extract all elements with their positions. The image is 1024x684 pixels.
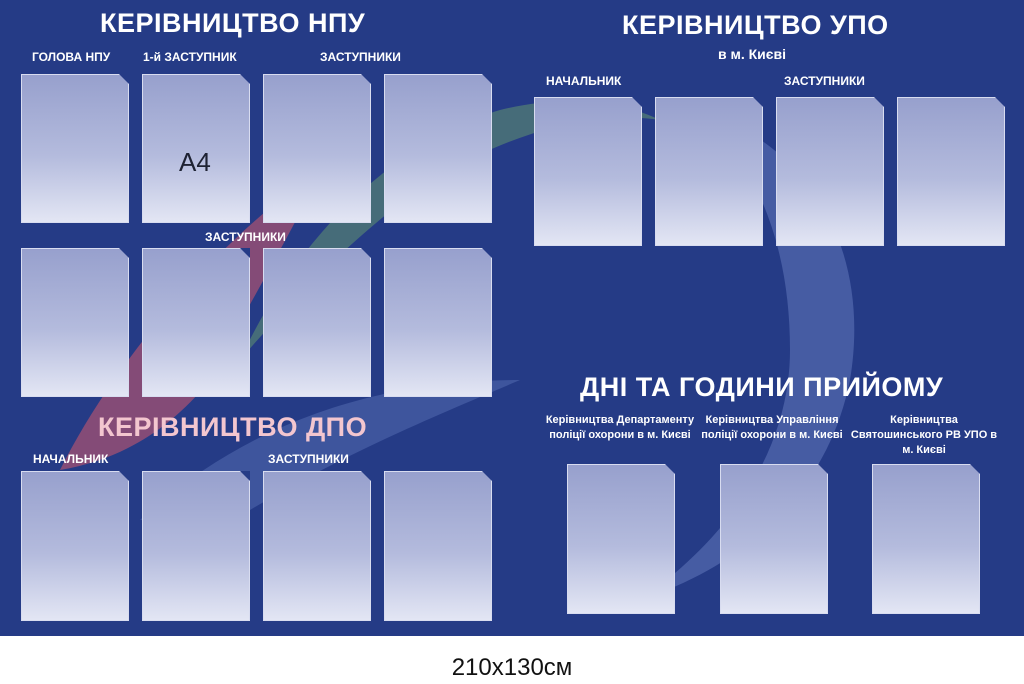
pocket-dpo-deputy xyxy=(384,471,492,621)
dpo-deputies-label: ЗАСТУПНИКИ xyxy=(268,452,349,466)
upo-deputies-label: ЗАСТУПНИКИ xyxy=(784,74,865,88)
pocket-npu-first-deputy: A4 xyxy=(142,74,250,223)
stand-dimensions: 210x130см xyxy=(451,654,573,681)
pocket-dpo-deputy xyxy=(142,471,250,621)
pocket-upo-deputy xyxy=(897,97,1005,246)
npu-deputies-label: ЗАСТУПНИКИ xyxy=(320,50,401,64)
pocket-reception-rv xyxy=(872,464,980,614)
upo-subtitle: в м. Києві xyxy=(718,46,787,62)
pocket-reception-upo xyxy=(720,464,828,614)
dpo-chief-label: НАЧАЛЬНИК xyxy=(33,452,109,466)
pocket-dpo-deputy xyxy=(263,471,371,621)
pocket-reception-dpo xyxy=(567,464,675,614)
pocket-npu-deputy xyxy=(21,248,129,397)
pocket-upo-deputy xyxy=(776,97,884,246)
reception-caption-upo: Керівництва Управління поліції охорони в… xyxy=(701,414,843,441)
pocket-npu-deputy xyxy=(263,74,371,223)
upo-title: КЕРІВНИЦТВО УПО xyxy=(622,10,889,40)
upo-chief-label: НАЧАЛЬНИК xyxy=(546,74,622,88)
pocket-npu-deputy xyxy=(263,248,371,397)
npu-first-deputy-label: 1-й ЗАСТУПНИК xyxy=(143,50,237,64)
reception-title: ДНІ ТА ГОДИНИ ПРИЙОМУ xyxy=(580,372,944,402)
reception-caption-dpo: Керівництва Департаменту поліції охорони… xyxy=(545,414,695,441)
npu-head-label: ГОЛОВА НПУ xyxy=(32,50,111,64)
dpo-title: КЕРІВНИЦТВО ДПО xyxy=(98,412,368,442)
pocket-size-label: A4 xyxy=(179,147,211,177)
pocket-npu-deputy xyxy=(142,248,250,397)
pocket-upo-chief xyxy=(534,97,642,246)
pocket-dpo-chief xyxy=(21,471,129,621)
stand-board: КЕРІВНИЦТВО НПУ ГОЛОВА НПУ 1-й ЗАСТУПНИК… xyxy=(0,0,1024,636)
pocket-npu-head xyxy=(21,74,129,223)
pocket-npu-deputy xyxy=(384,248,492,397)
reception-caption-rv: Керівництва Святошинського РВ УПО в м. К… xyxy=(850,414,998,456)
npu-deputies-label-2: ЗАСТУПНИКИ xyxy=(205,230,286,244)
pocket-upo-deputy xyxy=(655,97,763,246)
pocket-npu-deputy xyxy=(384,74,492,223)
npu-title: КЕРІВНИЦТВО НПУ xyxy=(100,8,366,38)
